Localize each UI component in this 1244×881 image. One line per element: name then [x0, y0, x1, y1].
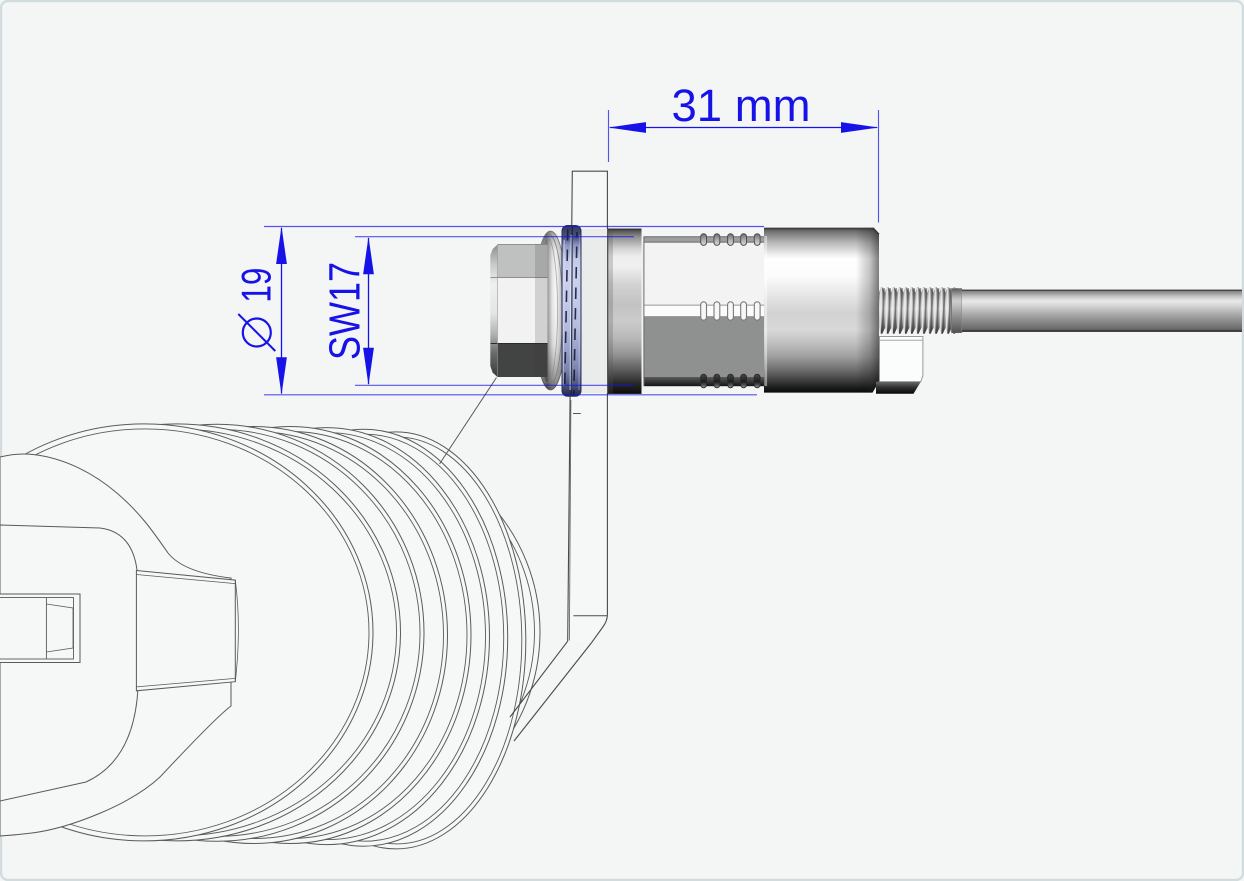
svg-text:SW17: SW17 [320, 262, 369, 360]
svg-text:19: 19 [232, 268, 279, 303]
svg-text:31 mm: 31 mm [671, 80, 810, 131]
